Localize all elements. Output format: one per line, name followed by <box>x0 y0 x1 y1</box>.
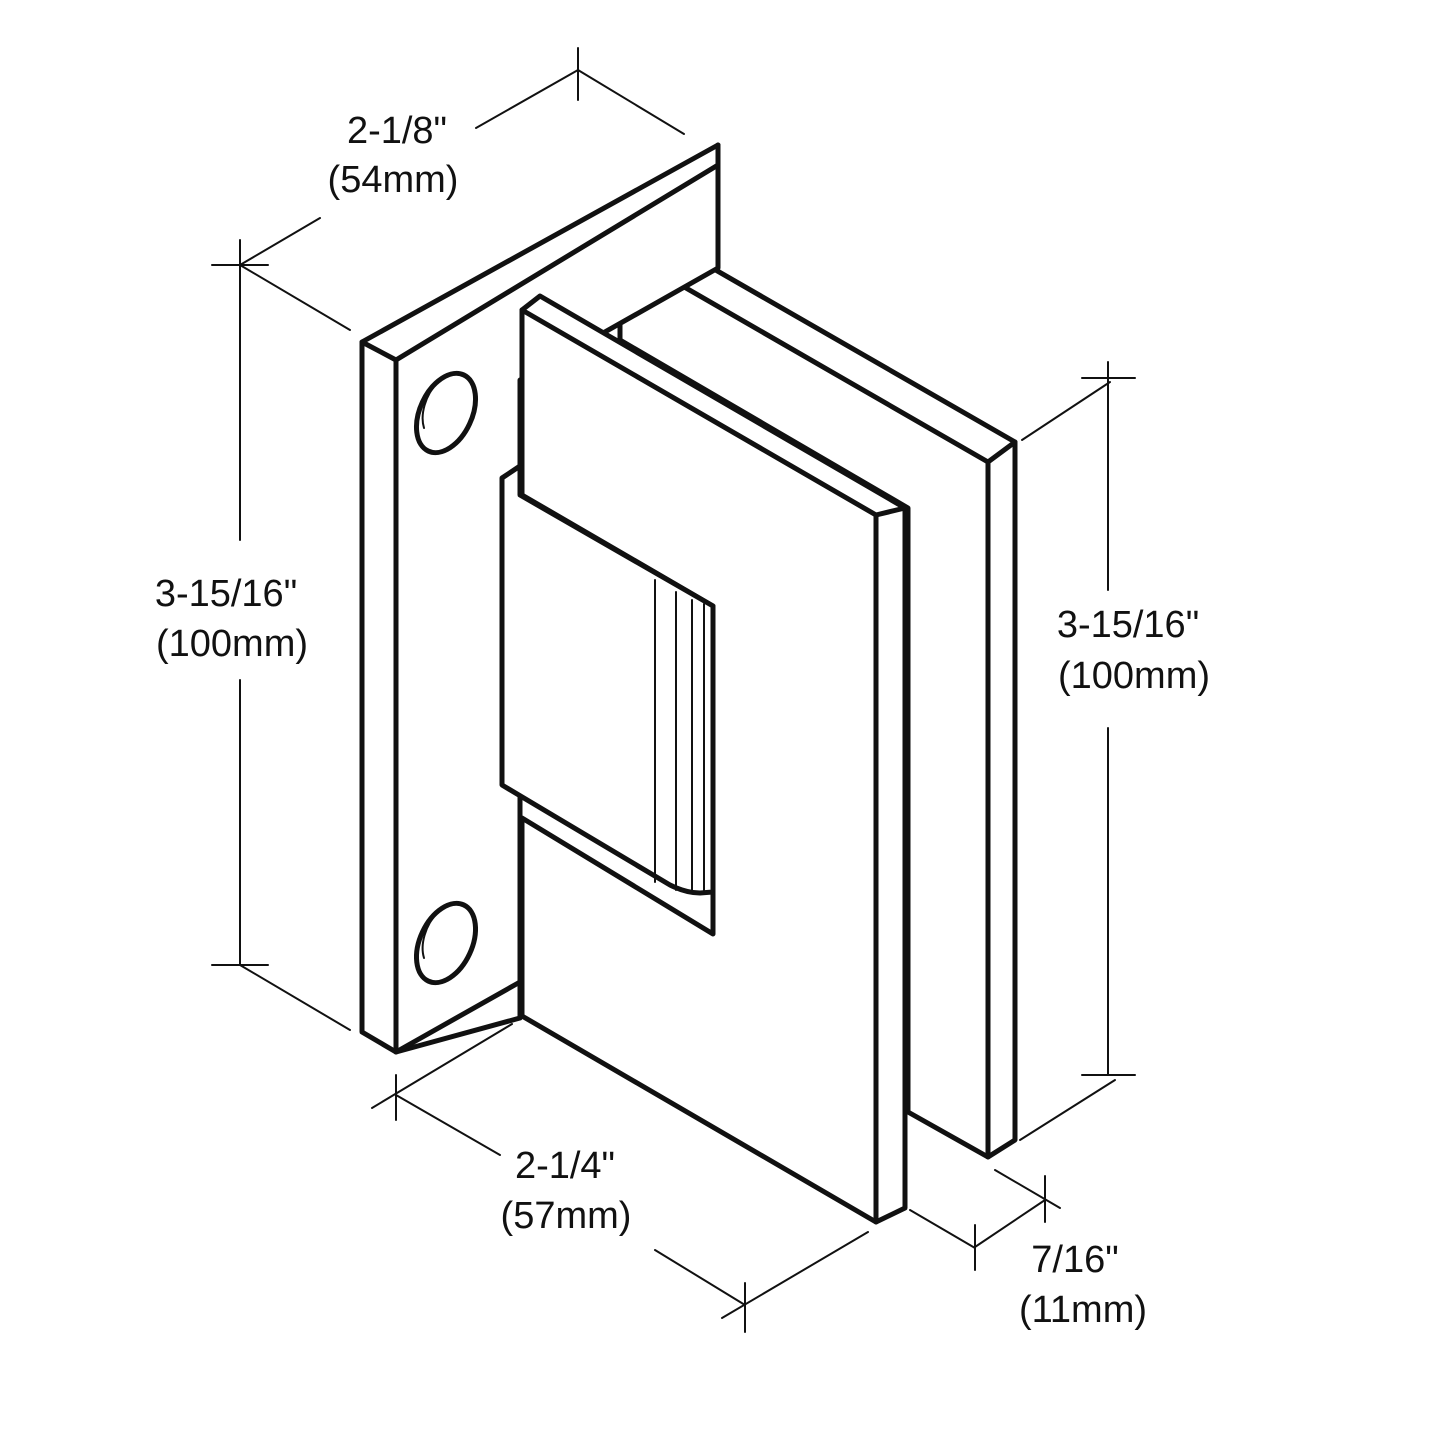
top-width-imperial: 2-1/8" <box>347 110 447 152</box>
top-width-metric: (54mm) <box>328 159 459 201</box>
right-height-imperial: 3-15/16" <box>1057 604 1199 646</box>
dimension-labels: 2-1/8" (54mm) 3-15/16" (100mm) 3-15/16" … <box>155 110 1210 1331</box>
glass-thickness-metric: (11mm) <box>1019 1289 1147 1331</box>
dimension-lines <box>211 47 1136 1333</box>
left-height-imperial: 3-15/16" <box>155 573 297 615</box>
mount-hole-top <box>413 370 479 456</box>
glass-thickness-imperial: 7/16" <box>1031 1239 1118 1281</box>
left-height-metric: (100mm) <box>156 623 308 665</box>
mount-hole-bottom <box>413 900 479 986</box>
bottom-width-metric: (57mm) <box>501 1195 632 1237</box>
bottom-width-imperial: 2-1/4" <box>515 1145 615 1187</box>
hinge-body <box>499 463 716 896</box>
right-height-metric: (100mm) <box>1058 655 1210 697</box>
wall-mount-plate <box>359 142 721 1055</box>
